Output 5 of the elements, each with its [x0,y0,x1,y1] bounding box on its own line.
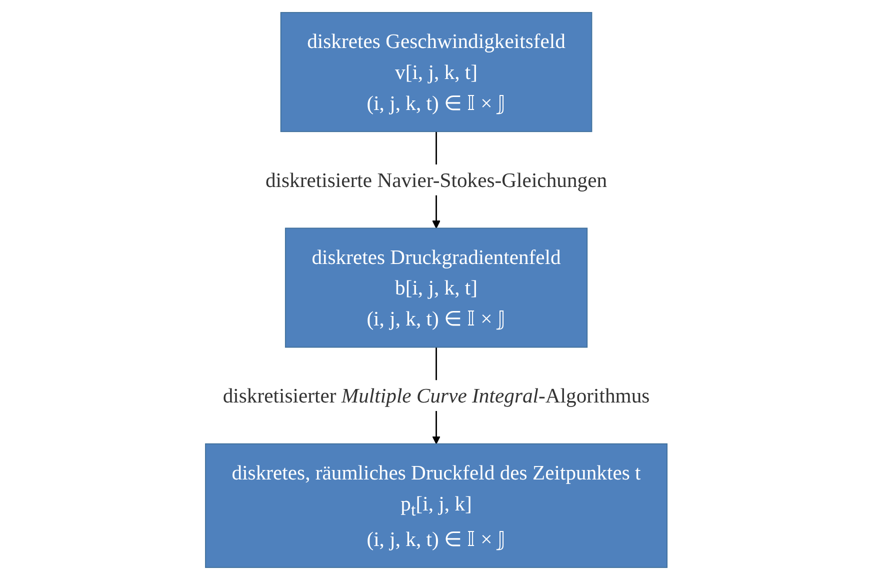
process-box: diskretes Geschwindigkeitsfeld v[i, j, k, t] (i, j, k, t) ∈ 𝕀 × 𝕁 [280,12,592,132]
process-box: diskretes, räumliches Druckfeld des Zeitpunktes t p$_{t}$[i, j, k] (i, j, k, t) ∈ 𝕀 × 𝕁 [204,442,668,568]
edge-label: diskretisierte Navier-Stokes-Gleichungen [265,164,607,195]
process-box: diskretes Druckgradientenfeld b[i, j, k, t] (i, j, k, t) ∈ 𝕀 × 𝕁 [284,227,588,348]
edge-label: diskretisierter Multiple Curve Integral-Algorithmus [222,380,650,410]
